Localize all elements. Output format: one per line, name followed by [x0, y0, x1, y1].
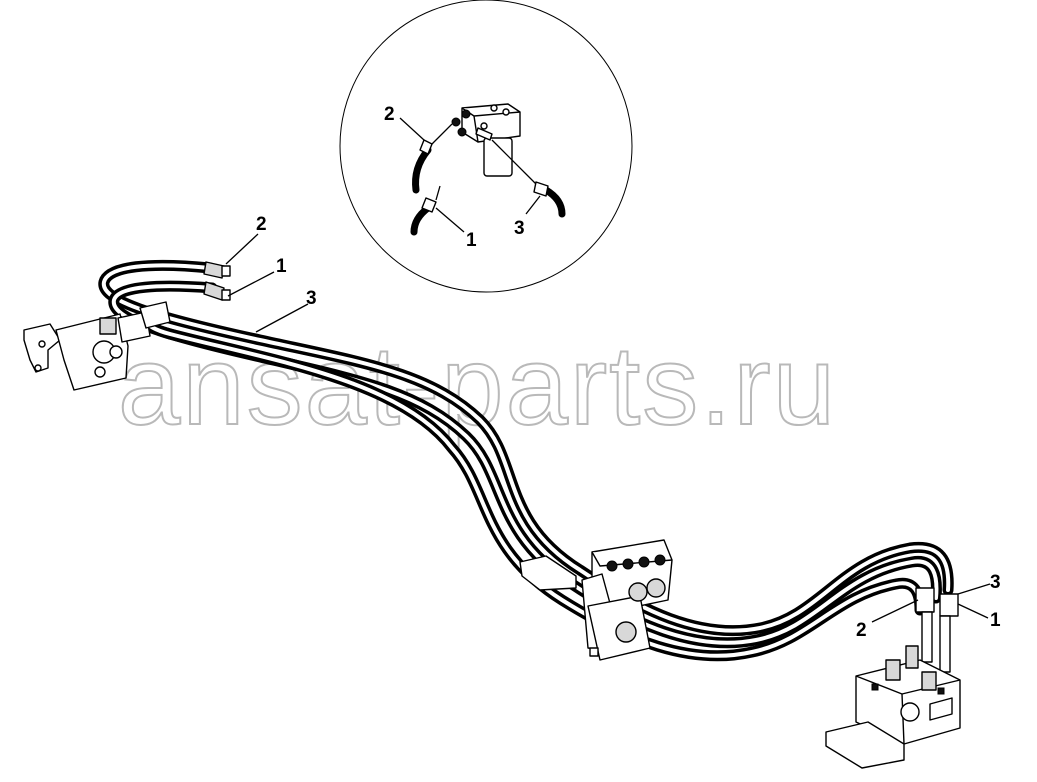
detail-hose-2 — [412, 123, 453, 194]
leader-top-2 — [225, 233, 259, 265]
detail-label-3: 3 — [514, 218, 525, 239]
detail-leader-1 — [435, 207, 465, 233]
detail-leader-2 — [399, 117, 425, 141]
center-valve-block — [519, 539, 673, 661]
leader-top-3 — [255, 303, 309, 333]
detail-label-2: 2 — [384, 104, 395, 125]
watermark: ansat-parts.ru — [118, 323, 837, 448]
leader-right-1 — [957, 603, 989, 619]
label-right-3: 3 — [990, 572, 1001, 593]
detail-leader-3 — [525, 195, 541, 215]
left-bracket — [23, 301, 171, 391]
leader-right-2 — [871, 599, 919, 623]
detail-valve — [451, 103, 521, 177]
detail-hose-1 — [410, 185, 441, 236]
right-valve-block — [825, 587, 961, 769]
label-top-2: 2 — [256, 214, 267, 235]
hose-fittings-top-left — [203, 261, 231, 301]
label-right-2: 2 — [856, 620, 867, 641]
detail-hose-3 — [491, 139, 566, 218]
leader-right-3 — [957, 583, 991, 595]
detail-label-1: 1 — [466, 230, 477, 251]
label-top-3: 3 — [306, 288, 317, 309]
leader-top-1 — [227, 271, 275, 297]
label-right-1: 1 — [990, 610, 1001, 631]
label-top-1: 1 — [276, 256, 287, 277]
detail-view: 2 1 3 — [339, 0, 633, 293]
